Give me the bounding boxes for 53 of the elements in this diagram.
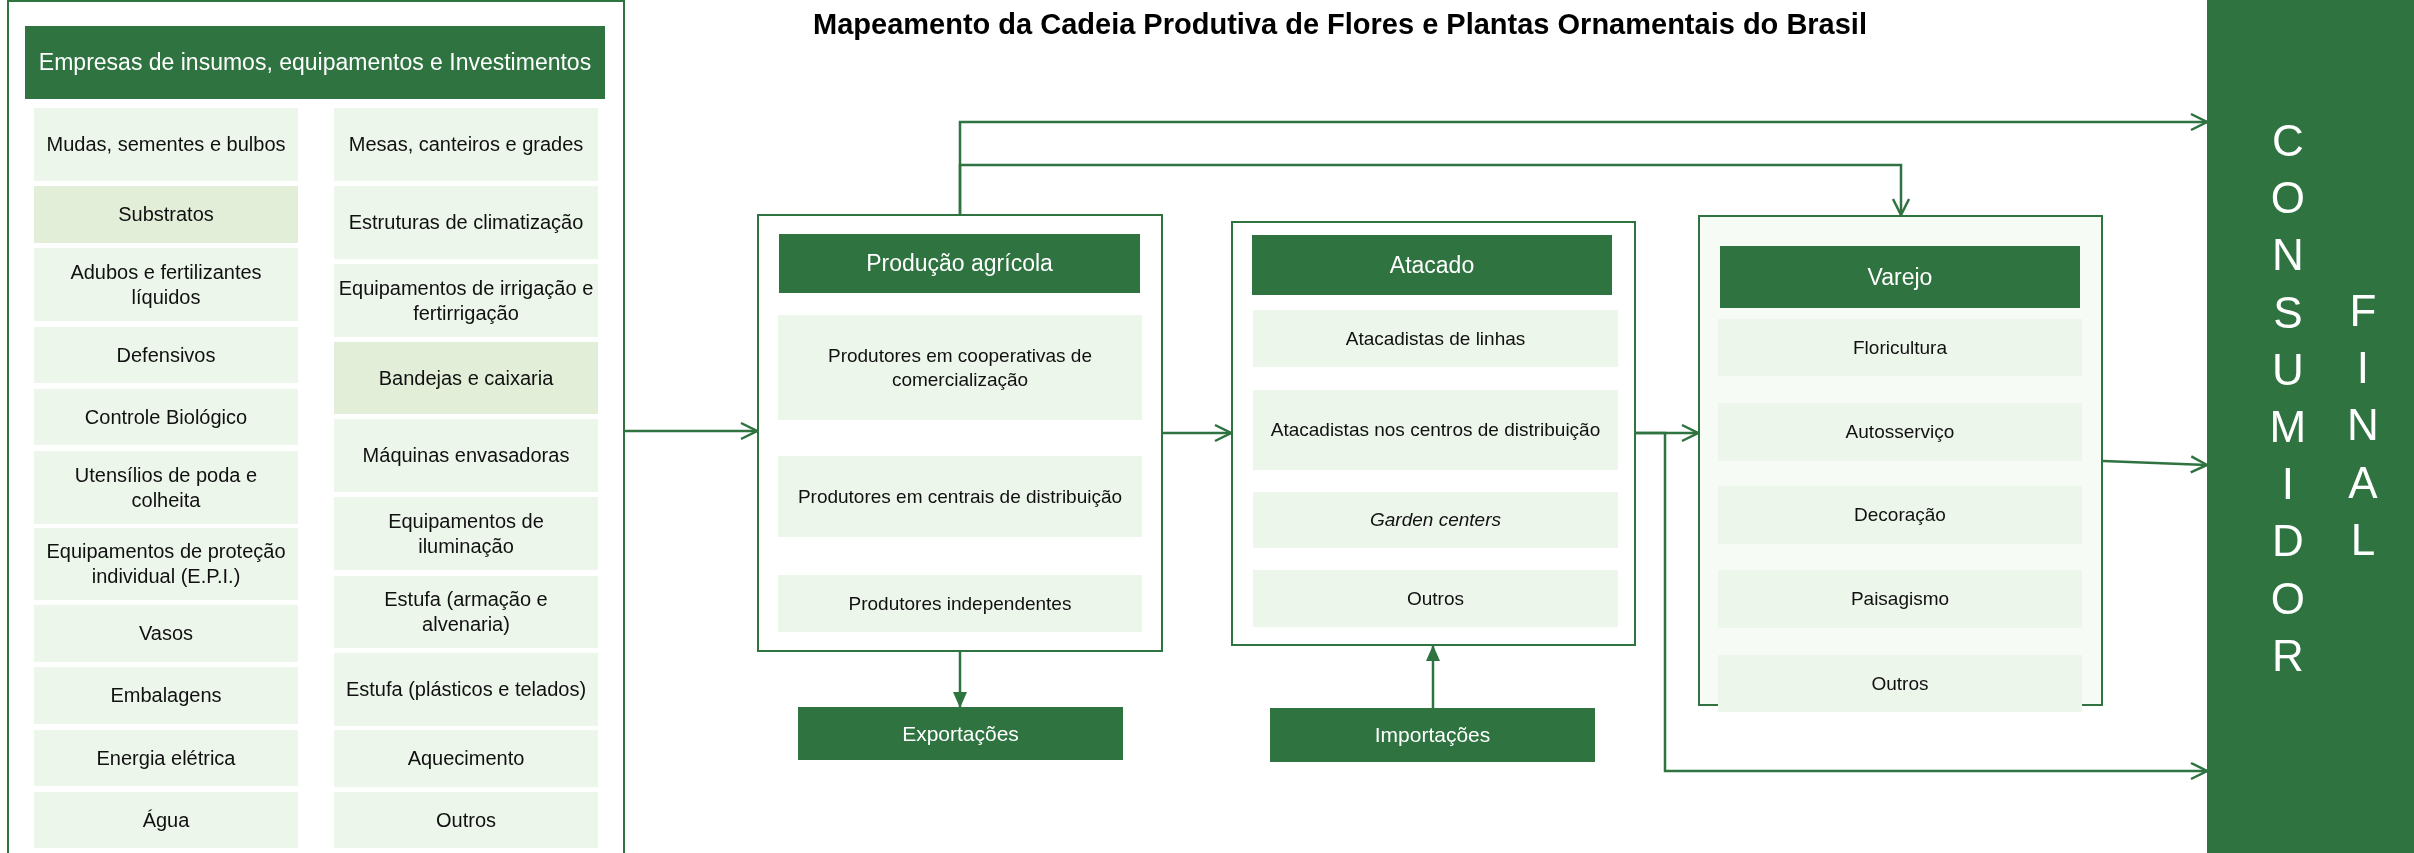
- category-box: Produtores em centrais de distribuição: [778, 456, 1142, 537]
- section-header: Atacado: [1252, 235, 1612, 295]
- arrow: [1163, 423, 1233, 443]
- arrow: [2102, 455, 2209, 474]
- category-box: Mesas, canteiros e grades: [334, 108, 598, 181]
- category-box: Atacadistas de linhas: [1253, 310, 1618, 367]
- category-box: Autosserviço: [1718, 403, 2082, 461]
- group-panel: [757, 214, 1163, 652]
- category-box: Garden centers: [1253, 492, 1618, 548]
- group-panel: [7, 0, 625, 853]
- category-box: Substratos: [34, 186, 298, 243]
- category-box: Produtores em cooperativas de comercialização: [778, 315, 1142, 420]
- category-box: Equipamentos de irrigação e fertirrigação: [334, 264, 598, 337]
- category-box: Produtores independentes: [778, 575, 1142, 632]
- category-box: Máquinas envasadoras: [334, 419, 598, 492]
- category-box: Controle Biológico: [34, 389, 298, 445]
- category-box: Equipamentos de iluminação: [334, 497, 598, 570]
- category-box: Utensílios de poda e colheita: [34, 451, 298, 524]
- category-box: Embalagens: [34, 667, 298, 724]
- category-box: Defensivos: [34, 327, 298, 383]
- category-box: Paisagismo: [1718, 570, 2082, 628]
- category-box: Outros: [1253, 570, 1618, 627]
- category-box: Floricultura: [1718, 319, 2082, 376]
- flow-box: Exportações: [798, 707, 1123, 760]
- category-box: Água: [34, 792, 298, 848]
- category-box: Bandejas e caixaria: [334, 342, 598, 414]
- category-box: Adubos e fertilizantes líquidos: [34, 248, 298, 321]
- category-box: Estufa (plásticos e telados): [334, 653, 598, 726]
- consumer-panel: [2207, 0, 2414, 853]
- category-box: Outros: [1718, 655, 2082, 712]
- category-box: Vasos: [34, 605, 298, 662]
- category-box: Outros: [334, 792, 598, 848]
- category-box: Estufa (armação e alvenaria): [334, 576, 598, 648]
- flow-box: Importações: [1270, 708, 1595, 762]
- arrow: [953, 652, 967, 708]
- vertical-label: CONSUMIDOR: [2269, 115, 2307, 682]
- diagram-title: Mapeamento da Cadeia Produtiva de Flores e Plantas Ornamentais do Brasil: [812, 8, 1868, 41]
- section-header: Empresas de insumos, equipamentos e Investimentos: [25, 26, 605, 99]
- category-box: Aquecimento: [334, 730, 598, 787]
- category-box: Decoração: [1718, 486, 2082, 544]
- vertical-label: FINAL: [2346, 285, 2380, 566]
- category-box: Atacadistas nos centros de distribuição: [1253, 390, 1618, 470]
- arrow: [1636, 431, 2209, 781]
- category-box: Equipamentos de proteção individual (E.P.I.): [34, 528, 298, 600]
- arrow: [958, 163, 1911, 217]
- arrow: [1426, 645, 1440, 708]
- arrow: [625, 421, 759, 441]
- category-box: Mudas, sementes e bulbos: [34, 108, 298, 181]
- group-panel: [1231, 221, 1636, 646]
- category-box: Estruturas de climatização: [334, 186, 598, 259]
- section-header: Varejo: [1720, 246, 2080, 308]
- category-box: Energia elétrica: [34, 730, 298, 786]
- section-header: Produção agrícola: [779, 234, 1140, 293]
